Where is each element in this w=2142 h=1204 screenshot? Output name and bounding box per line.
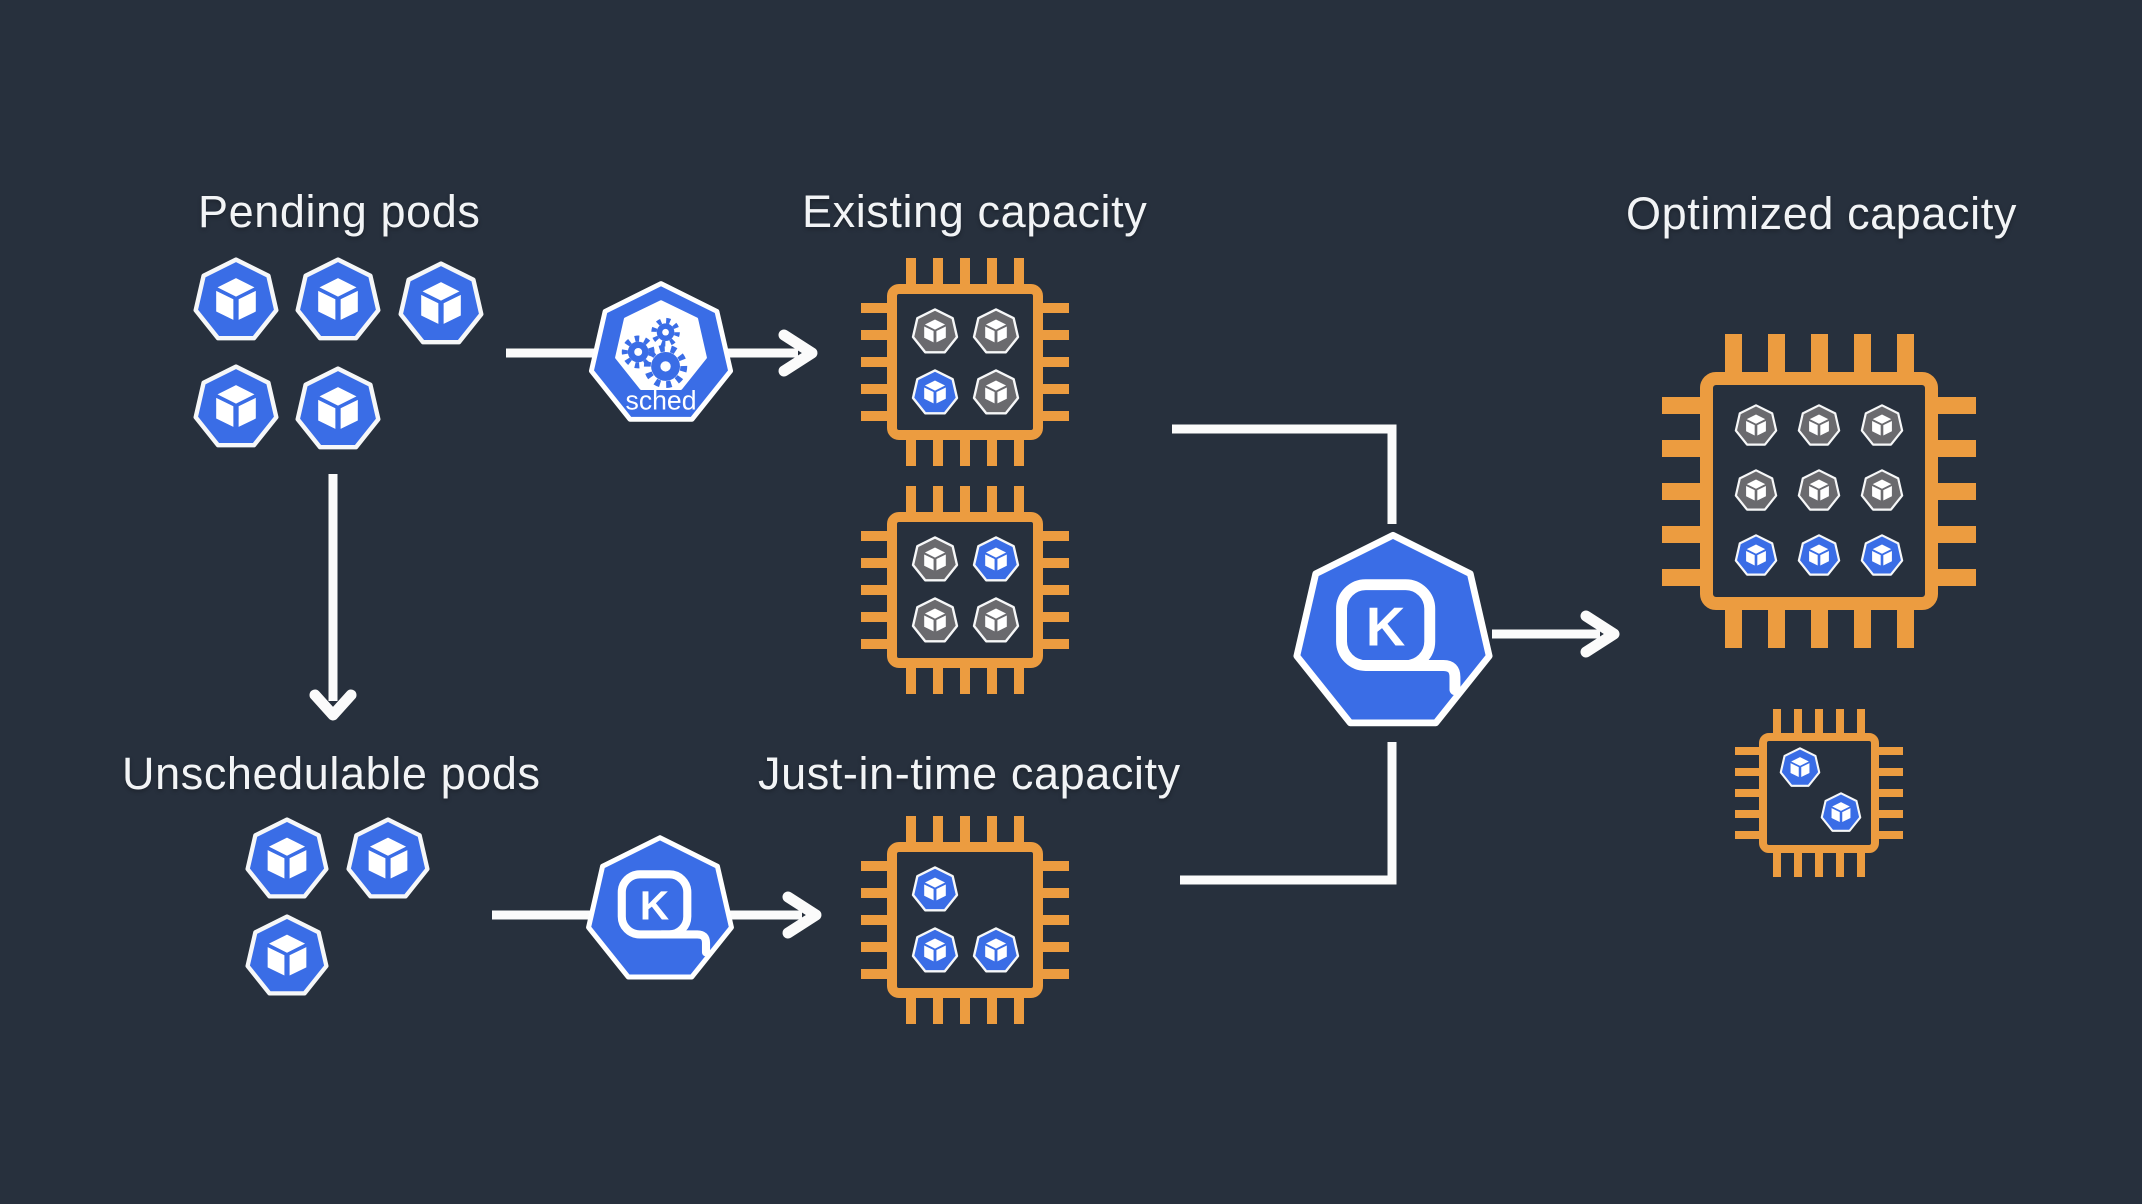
chip-pins-left bbox=[1735, 747, 1759, 839]
chip-pins-bottom bbox=[906, 998, 1024, 1024]
pod-icon bbox=[972, 308, 1020, 356]
chip-pins-right bbox=[1043, 303, 1069, 421]
pod-icon bbox=[294, 366, 382, 454]
kubernetes-scheduler-icon: sched bbox=[588, 281, 734, 422]
existing-capacity-label: Existing capacity bbox=[802, 186, 1148, 237]
pod-icon bbox=[911, 866, 959, 914]
chip-pins-right bbox=[1938, 396, 1976, 586]
chip-pins-bottom bbox=[906, 668, 1024, 694]
chip-pins-bottom bbox=[1773, 853, 1865, 877]
chip-pins-top bbox=[906, 816, 1024, 842]
line-jit-to-karpenter bbox=[1180, 742, 1397, 885]
just-in-time-capacity-label: Just-in-time capacity bbox=[758, 748, 1181, 799]
chip-pins-top bbox=[906, 486, 1024, 512]
chip-body bbox=[1759, 733, 1879, 853]
karpenter-icon: K bbox=[586, 835, 734, 980]
pending-pods-label: Pending pods bbox=[198, 186, 481, 237]
chip-body bbox=[1700, 372, 1938, 610]
chip-body bbox=[887, 512, 1043, 668]
pod-icon bbox=[911, 597, 959, 645]
arrowhead-right-icon bbox=[1580, 610, 1620, 658]
line-existing-to-karpenter bbox=[1172, 424, 1397, 524]
pod-icon bbox=[1860, 404, 1904, 448]
chip-pins-bottom bbox=[906, 440, 1024, 466]
chip-pins-right bbox=[1043, 861, 1069, 979]
pod-icon bbox=[1797, 469, 1841, 513]
optimized-capacity-chip-small bbox=[1735, 709, 1903, 877]
pod-icon bbox=[1797, 534, 1841, 578]
pod-icon bbox=[244, 817, 330, 903]
chip-pins-top bbox=[1724, 334, 1914, 372]
chip-pins-left bbox=[861, 531, 887, 649]
optimized-capacity-label: Optimized capacity bbox=[1626, 188, 2017, 239]
pod-icon bbox=[1734, 534, 1778, 578]
pod-icon bbox=[244, 914, 330, 1000]
karpenter-letter: K bbox=[640, 883, 669, 929]
karpenter-icon: K bbox=[1293, 531, 1493, 727]
chip-pins-top bbox=[1773, 709, 1865, 733]
pod-icon bbox=[911, 308, 959, 356]
pod-icon bbox=[1734, 469, 1778, 513]
chip-pins-left bbox=[861, 861, 887, 979]
karpenter-letter: K bbox=[1366, 597, 1405, 658]
pod-icon bbox=[1860, 534, 1904, 578]
pod-icon bbox=[294, 257, 382, 345]
existing-capacity-chip-2 bbox=[861, 486, 1069, 694]
pod-icon bbox=[192, 257, 280, 345]
chip-pins-right bbox=[1043, 531, 1069, 649]
pod-icon bbox=[1820, 792, 1862, 834]
arrowhead-right-icon bbox=[778, 329, 818, 377]
pod-icon bbox=[1779, 747, 1821, 789]
arrowhead-down-icon bbox=[309, 689, 357, 721]
arrowhead-right-icon bbox=[782, 891, 822, 939]
chip-body bbox=[887, 842, 1043, 998]
chip-body bbox=[887, 284, 1043, 440]
pod-icon bbox=[972, 597, 1020, 645]
pod-icon bbox=[192, 364, 280, 452]
scheduler-label: sched bbox=[626, 386, 697, 416]
chip-pins-left bbox=[861, 303, 887, 421]
chip-pins-top bbox=[906, 258, 1024, 284]
chip-pins-right bbox=[1879, 747, 1903, 839]
existing-capacity-chip-1 bbox=[861, 258, 1069, 466]
pod-icon bbox=[911, 536, 959, 584]
pod-icon bbox=[1860, 469, 1904, 513]
chip-pins-bottom bbox=[1724, 610, 1914, 648]
optimized-capacity-chip-large bbox=[1662, 334, 1976, 648]
pod-icon bbox=[972, 369, 1020, 417]
pod-icon bbox=[972, 536, 1020, 584]
pod-icon bbox=[345, 817, 431, 903]
chip-pins-left bbox=[1662, 396, 1700, 586]
pod-icon bbox=[397, 261, 485, 349]
pod-icon bbox=[911, 369, 959, 417]
just-in-time-capacity-chip bbox=[861, 816, 1069, 1024]
unschedulable-pods-label: Unschedulable pods bbox=[122, 748, 541, 799]
pod-icon bbox=[972, 927, 1020, 975]
pod-icon bbox=[911, 927, 959, 975]
pod-icon bbox=[1734, 404, 1778, 448]
pod-icon bbox=[1797, 404, 1841, 448]
